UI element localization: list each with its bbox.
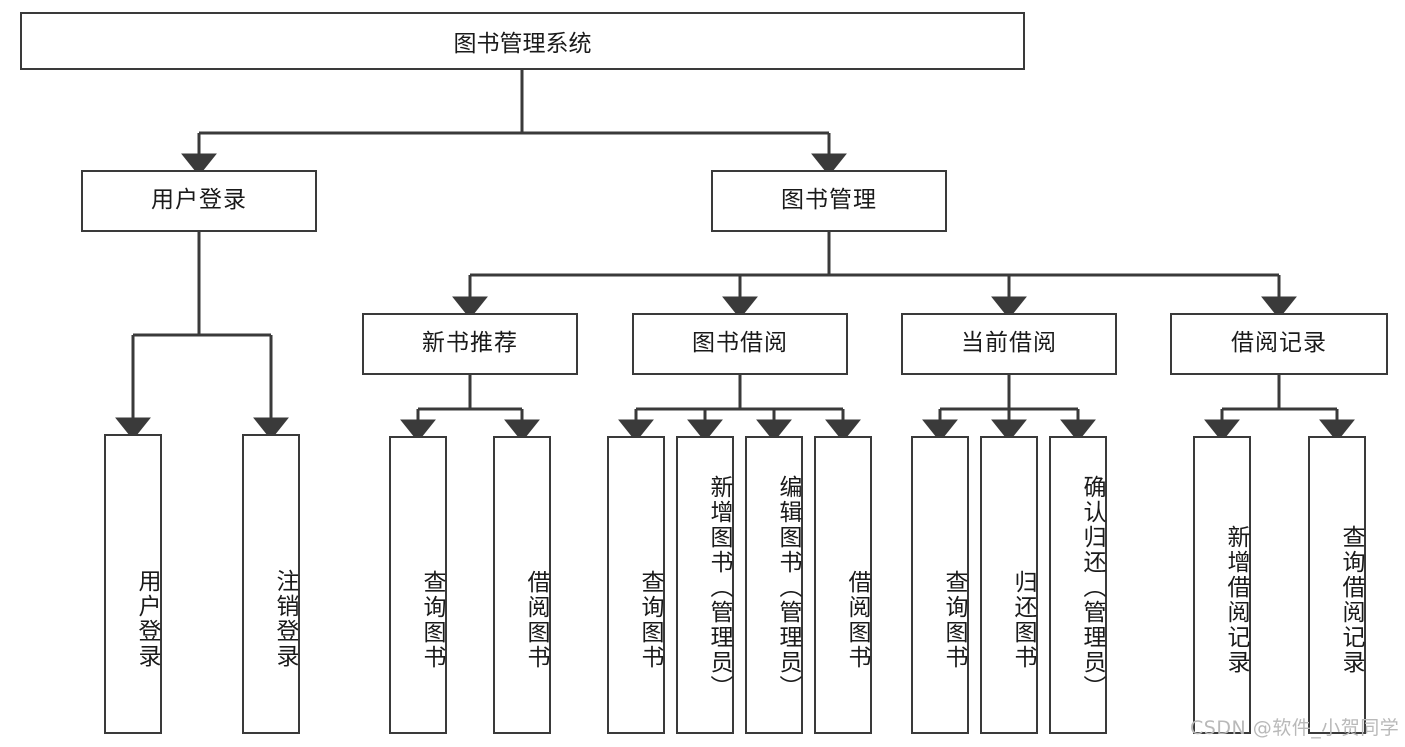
node-label: 确认归还（管理员） [1079,474,1105,700]
leaf-book-borrow-edit-book-admin[interactable]: 编辑图书（管理员） [745,436,803,734]
leaf-user-login-signin[interactable]: 用户登录 [104,434,162,734]
node-label: 图书借阅 [692,330,788,357]
node-root-book-management-system[interactable]: 图书管理系统 [20,12,1025,70]
node-label: 新增图书（管理员） [706,474,732,700]
node-current-borrowing[interactable]: 当前借阅 [901,313,1117,375]
node-book-management[interactable]: 图书管理 [711,170,947,232]
leaf-book-borrow-add-book-admin[interactable]: 新增图书（管理员） [676,436,734,734]
node-label: 新增借阅记录 [1223,525,1249,675]
leaf-book-borrow-borrow-books[interactable]: 借阅图书 [814,436,872,734]
node-label: 当前借阅 [961,330,1057,357]
leaf-current-borrow-confirm-return-admin[interactable]: 确认归还（管理员） [1049,436,1107,734]
node-label: 借阅图书 [844,570,870,670]
node-label: 新书推荐 [422,330,518,357]
node-label: 查询借阅记录 [1338,525,1364,675]
node-label: 借阅记录 [1231,330,1327,357]
csdn-watermark: CSDN @软件_小贺同学 [1190,717,1400,739]
leaf-borrow-record-add-record[interactable]: 新增借阅记录 [1193,436,1251,734]
node-label: 查询图书 [637,570,663,670]
node-new-book-recommendation[interactable]: 新书推荐 [362,313,578,375]
leaf-book-borrow-query-books[interactable]: 查询图书 [607,436,665,734]
node-label: 借阅图书 [523,570,549,670]
leaf-borrow-record-query-record[interactable]: 查询借阅记录 [1308,436,1366,734]
node-label: 注销登录 [272,569,298,669]
node-borrowing-record[interactable]: 借阅记录 [1170,313,1388,375]
node-label: 编辑图书（管理员） [775,474,801,700]
node-label: 查询图书 [941,570,967,670]
leaf-current-borrow-return-books[interactable]: 归还图书 [980,436,1038,734]
node-label: 归还图书 [1010,570,1036,670]
leaf-current-borrow-query-books[interactable]: 查询图书 [911,436,969,734]
node-label: 查询图书 [419,570,445,670]
node-label: 图书管理 [781,187,877,214]
node-book-borrowing[interactable]: 图书借阅 [632,313,848,375]
node-label: 用户登录 [134,569,160,669]
leaf-new-book-borrow-books[interactable]: 借阅图书 [493,436,551,734]
node-label: 用户登录 [151,187,247,214]
node-label: 图书管理系统 [453,31,592,57]
node-user-login[interactable]: 用户登录 [81,170,317,232]
leaf-user-login-signout[interactable]: 注销登录 [242,434,300,734]
leaf-new-book-query-books[interactable]: 查询图书 [389,436,447,734]
